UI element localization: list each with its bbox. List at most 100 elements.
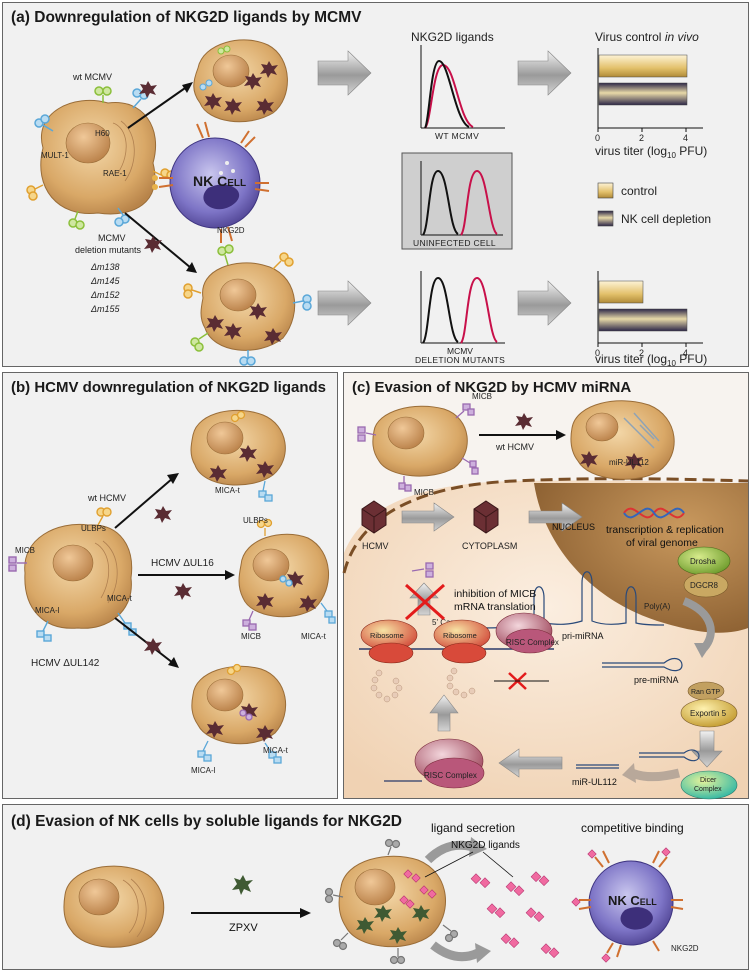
bar-chart-top	[597, 48, 703, 129]
drosha-label: Drosha	[690, 557, 716, 566]
dgcr8-label: DGCR8	[690, 581, 719, 590]
arrow-wt-hcmv	[114, 477, 174, 529]
legend-depletion: NK cell depletion	[621, 212, 711, 226]
hcmv-cell-main	[8, 507, 137, 642]
xaxis-label-top: virus titer (log10 PFU)	[595, 144, 707, 160]
flow-arrow-top-1	[317, 50, 372, 96]
competitive-label: competitive binding	[581, 821, 684, 835]
hcmv-cell-wt	[190, 409, 286, 502]
h60-label: H60	[95, 129, 110, 138]
virion-icon-2	[144, 236, 162, 253]
peptide-chain	[370, 667, 476, 703]
mir-ul112-duplex	[576, 764, 619, 769]
transcription-2: of viral genome	[626, 537, 698, 549]
risc-label-bottom: RISC Complex	[424, 771, 477, 780]
dna-helix-icon	[623, 507, 685, 519]
arrow-ul142	[114, 617, 174, 664]
pre-mirna-structure	[602, 657, 683, 672]
arrow-ul16-head	[225, 570, 235, 580]
arrow-wt-hcmv-head	[167, 473, 179, 484]
mica-t-label-main: MICA-t	[107, 594, 133, 603]
hcmv-virion	[361, 500, 387, 534]
secretion-arrow-bottom-head	[475, 943, 491, 963]
exportin-5	[680, 698, 738, 728]
mutant-2: Δm145	[90, 276, 121, 286]
infected-cell-left	[40, 99, 157, 215]
secretion-arrow-top	[424, 840, 475, 864]
curved-arrow-c2-head	[622, 763, 636, 783]
arrow-wt-hcmv-c-head	[556, 430, 566, 440]
ligand-glyphs	[26, 86, 176, 230]
legend	[597, 182, 614, 227]
ribosome-label-1: Ribosome	[370, 631, 404, 640]
panel-d-figure: ZPXV	[63, 821, 699, 965]
arrow-wt-mcmv	[127, 85, 189, 129]
nk-cell-d-label: NK Cell	[608, 893, 657, 908]
dicer-label-2: Complex	[694, 786, 722, 793]
curved-arrow-c1-head	[694, 643, 712, 658]
tick-label: 2	[639, 133, 644, 143]
panel-b: (b) HCMV downregulation of NKG2D ligands…	[2, 372, 338, 799]
infected-cell-mutant	[183, 244, 312, 366]
virion-b2	[174, 583, 192, 600]
mir-label-top: miR-UL112	[609, 458, 649, 467]
soluble-ligands	[470, 871, 560, 959]
arrow-ul142-head	[168, 657, 179, 668]
infected-cell-d	[324, 838, 459, 965]
arrow-wt-mcmv-head	[182, 82, 193, 93]
rae1-label: RAE-1	[103, 169, 127, 178]
panel-a-figure: H60 MULT-1 RAE-1 NK Cell NKG2D wt MCMV	[26, 30, 711, 368]
flow-arrow-bottom-2	[517, 280, 572, 326]
micb-free	[411, 562, 434, 578]
mica-t-label-wt: MICA-t	[215, 486, 241, 495]
tick-label: 2	[639, 348, 644, 358]
nk-cell-label: NK Cell	[193, 173, 246, 189]
mica-l-label-ul142: MICA-l	[191, 766, 216, 775]
mutant-4: Δm155	[90, 304, 121, 314]
micb-cell	[357, 403, 479, 492]
panel-a: (a) Downregulation of NKG2D ligands by M…	[2, 2, 749, 368]
secretion-arrow-bottom	[430, 941, 480, 962]
dicer-label-1: Dicer	[700, 777, 717, 784]
deletion-caption-1: MCMV	[98, 233, 126, 243]
flow-arrow-top-2	[517, 50, 572, 96]
tick-label: 0	[595, 133, 600, 143]
exportin-label: Exportin 5	[690, 709, 727, 718]
flow-arrow-bottom-1	[317, 280, 372, 326]
inhibition-2: mRNA translation	[454, 601, 536, 613]
hist-top-label: WT MCMV	[435, 131, 479, 141]
micb-label-main: MICB	[15, 546, 35, 555]
mutant-3: Δm152	[90, 290, 120, 300]
transcription-1: transcription & replication	[606, 524, 724, 536]
flow-arrow-c2	[528, 502, 583, 532]
ribosome-label-2: Ribosome	[443, 631, 477, 640]
arrow-deletion	[124, 212, 192, 269]
wt-mcmv-label: wt MCMV	[72, 72, 112, 82]
cytoplasm-label: CYTOPLASM	[462, 541, 517, 551]
tick-label: 4	[683, 133, 688, 143]
ribosome-1	[360, 619, 418, 664]
panel-a-title: (a) Downregulation of NKG2D ligands by M…	[11, 9, 362, 26]
wt-hcmv-c-label: wt HCMV	[495, 442, 534, 452]
virion-c1	[515, 413, 533, 430]
flow-arrow-c-down	[691, 730, 723, 768]
panel-d-title: (d) Evasion of NK cells by soluble ligan…	[11, 813, 403, 830]
histogram-uninfected	[401, 152, 513, 250]
mica-t-label-ul16: MICA-t	[301, 632, 327, 641]
arrow-zpxv-head	[300, 908, 311, 918]
pri-mirna-label: pri-miRNA	[562, 631, 604, 641]
pre-mirna-label: pre-miRNA	[634, 675, 679, 685]
hcmv-cell-ul142	[191, 663, 287, 764]
nkg2d-d-label: NKG2D	[671, 944, 699, 953]
panel-c-figure: MICB MICB wt HCMV miR-UL112 HCMV CYTOPLA…	[342, 392, 749, 800]
micb-label-ul16: MICB	[241, 632, 261, 641]
uninfected-cell-d	[63, 865, 165, 948]
ligands-pointer-2	[482, 851, 514, 878]
bar-chart-top-ticks: 0 2 4	[595, 128, 688, 143]
bar-control	[598, 280, 644, 304]
xaxis-label-bottom: virus titer (log10 PFU)	[595, 352, 707, 368]
tick-label: 0	[595, 348, 600, 358]
nk-cell-d	[571, 847, 684, 963]
virion-icon	[139, 81, 157, 98]
